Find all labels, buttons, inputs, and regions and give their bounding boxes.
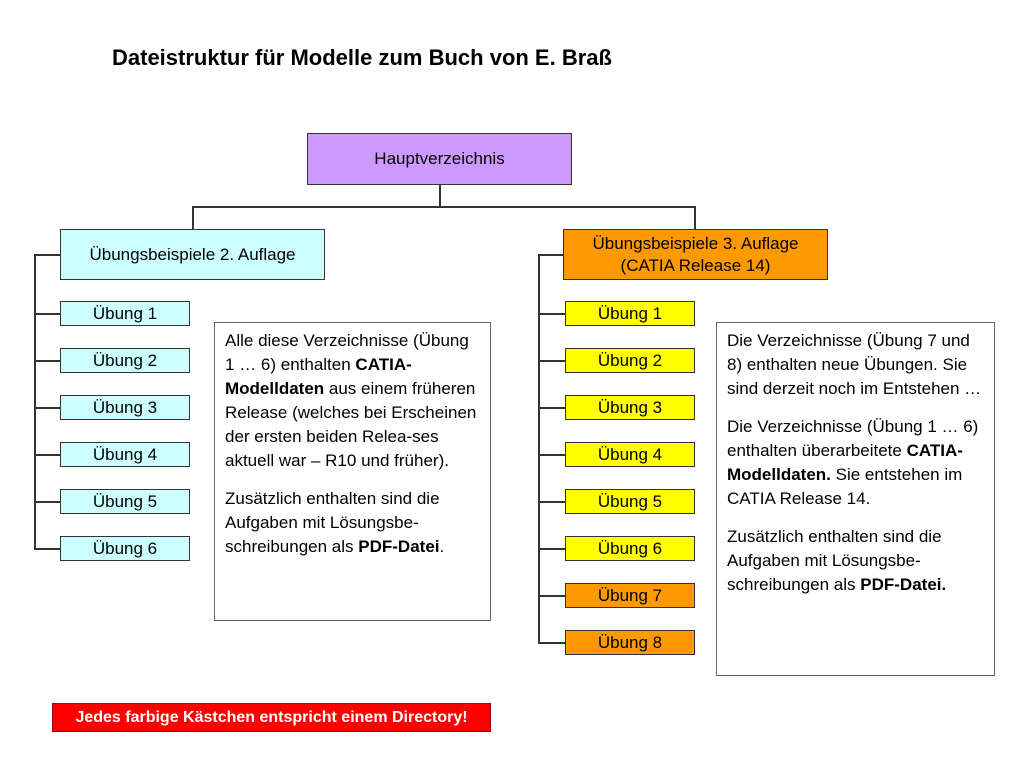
left-spine-top bbox=[34, 254, 60, 256]
right-exercise-5-label: Übung 5 bbox=[597, 491, 663, 511]
left-branch-6 bbox=[34, 548, 60, 550]
left-note-p1-bold: CATIA-Modelldaten bbox=[225, 355, 412, 398]
right-note-p2-text-a: Die Verzeichnisse (Übung 1 … 6) enthalte… bbox=[727, 417, 979, 460]
directory-2-auflage: Übungsbeispiele 2. Auflage bbox=[60, 229, 325, 280]
page-title: Dateistruktur für Modelle zum Buch von E… bbox=[112, 45, 612, 70]
right-note-paragraph-2: Die Verzeichnisse (Übung 1 … 6) enthalte… bbox=[727, 415, 984, 511]
left-exercise-3-label: Übung 3 bbox=[92, 397, 158, 417]
right-branch-5 bbox=[538, 501, 565, 503]
right-exercise-1-label: Übung 1 bbox=[597, 303, 663, 323]
directory-2-auflage-label: Übungsbeispiele 2. Auflage bbox=[89, 244, 296, 264]
right-exercise-6: Übung 6 bbox=[565, 536, 695, 561]
left-branch-1 bbox=[34, 313, 60, 315]
right-exercise-6-label: Übung 6 bbox=[597, 538, 663, 558]
right-note-paragraph-3: Zusätzlich enthalten sind die Aufgaben m… bbox=[727, 525, 984, 597]
left-branch-5 bbox=[34, 501, 60, 503]
connector-left-down bbox=[192, 206, 194, 230]
left-exercise-2-label: Übung 2 bbox=[92, 350, 158, 370]
directory-3-auflage: Übungsbeispiele 3. Auflage (CATIA Releas… bbox=[563, 229, 828, 280]
right-note-p3-bold: PDF-Datei. bbox=[860, 575, 947, 594]
right-exercise-8: Übung 8 bbox=[565, 630, 695, 655]
right-exercise-2: Übung 2 bbox=[565, 348, 695, 373]
left-exercise-5-label: Übung 5 bbox=[92, 491, 158, 511]
left-exercise-4: Übung 4 bbox=[60, 442, 190, 467]
right-branch-6 bbox=[538, 548, 565, 550]
left-branch-3 bbox=[34, 407, 60, 409]
root-directory-label: Hauptverzeichnis bbox=[374, 149, 505, 168]
left-note-p2-text-b: . bbox=[439, 537, 445, 556]
right-exercise-1: Übung 1 bbox=[565, 301, 695, 326]
left-note-p2-text-a: Zusätzlich enthalten sind die Aufgaben m… bbox=[225, 489, 440, 556]
left-exercise-4-label: Übung 4 bbox=[92, 444, 158, 464]
right-note-paragraph-1: Die Verzeichnisse (Übung 7 und 8) enthal… bbox=[727, 329, 984, 401]
right-branch-4 bbox=[538, 454, 565, 456]
right-branch-2 bbox=[538, 360, 565, 362]
left-branch-2 bbox=[34, 360, 60, 362]
right-exercise-2-label: Übung 2 bbox=[597, 350, 663, 370]
connector-horizontal bbox=[192, 206, 695, 208]
connector-root-down bbox=[439, 185, 441, 207]
left-exercise-6-label: Übung 6 bbox=[92, 538, 158, 558]
right-spine-top bbox=[538, 254, 563, 256]
right-branch-3 bbox=[538, 407, 565, 409]
left-note: Alle diese Verzeichnisse (Übung 1 … 6) e… bbox=[214, 322, 491, 621]
right-exercise-5: Übung 5 bbox=[565, 489, 695, 514]
right-branch-8 bbox=[538, 642, 565, 644]
left-exercise-1-label: Übung 1 bbox=[92, 303, 158, 323]
connector-right-down bbox=[694, 206, 696, 230]
directory-3-auflage-label-line1: Übungsbeispiele 3. Auflage bbox=[592, 233, 799, 253]
right-exercise-7-label: Übung 7 bbox=[597, 585, 663, 605]
right-note-p1-text: Die Verzeichnisse (Übung 7 und 8) enthal… bbox=[727, 331, 982, 398]
right-exercise-8-label: Übung 8 bbox=[597, 632, 663, 652]
right-exercise-4-label: Übung 4 bbox=[597, 444, 663, 464]
footer-note: Jedes farbige Kästchen entspricht einem … bbox=[52, 703, 491, 732]
left-note-p2-bold: PDF-Datei bbox=[358, 537, 440, 556]
left-spine bbox=[34, 254, 36, 549]
right-branch-1 bbox=[538, 313, 565, 315]
left-note-p1-text-b: aus einem früheren Release (welches bei … bbox=[225, 379, 477, 470]
directory-3-auflage-label-line2: (CATIA Release 14) bbox=[620, 255, 771, 275]
right-exercise-3: Übung 3 bbox=[565, 395, 695, 420]
right-note-p2-bold: CATIA-Modelldaten. bbox=[727, 441, 963, 484]
left-exercise-1: Übung 1 bbox=[60, 301, 190, 326]
left-exercise-5: Übung 5 bbox=[60, 489, 190, 514]
left-note-paragraph-1: Alle diese Verzeichnisse (Übung 1 … 6) e… bbox=[225, 329, 480, 473]
right-note: Die Verzeichnisse (Übung 7 und 8) enthal… bbox=[716, 322, 995, 676]
right-spine bbox=[538, 254, 540, 643]
left-note-p1-text-a: Alle diese Verzeichnisse (Übung 1 … 6) e… bbox=[225, 331, 469, 374]
footer-note-text: Jedes farbige Kästchen entspricht einem … bbox=[75, 708, 468, 726]
root-directory: Hauptverzeichnis bbox=[307, 133, 572, 185]
left-exercise-3: Übung 3 bbox=[60, 395, 190, 420]
left-note-paragraph-2: Zusätzlich enthalten sind die Aufgaben m… bbox=[225, 487, 480, 559]
left-branch-4 bbox=[34, 454, 60, 456]
right-branch-7 bbox=[538, 595, 565, 597]
right-note-p2-text-b: Sie entstehen im CATIA Release 14. bbox=[727, 465, 963, 508]
right-note-p3-text-a: Zusätzlich enthalten sind die Aufgaben m… bbox=[727, 527, 942, 594]
right-exercise-3-label: Übung 3 bbox=[597, 397, 663, 417]
right-exercise-7: Übung 7 bbox=[565, 583, 695, 608]
left-exercise-6: Übung 6 bbox=[60, 536, 190, 561]
left-exercise-2: Übung 2 bbox=[60, 348, 190, 373]
right-exercise-4: Übung 4 bbox=[565, 442, 695, 467]
